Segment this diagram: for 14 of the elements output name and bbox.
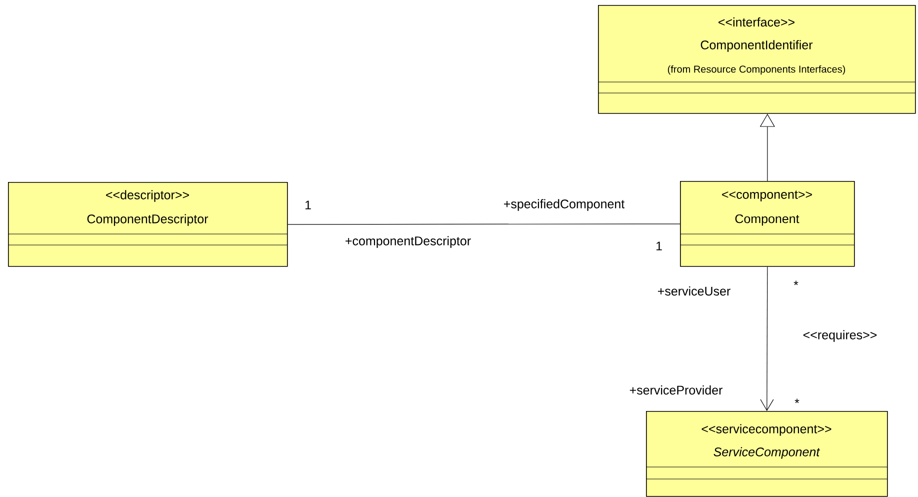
role-label: 1 bbox=[306, 200, 311, 210]
class-box: <<descriptor>> ComponentDescriptor bbox=[8, 182, 288, 267]
edge-label: <<requires>> bbox=[802, 329, 878, 343]
association-line bbox=[288, 224, 680, 225]
role-label: +componentDescriptor bbox=[346, 236, 471, 248]
class-box: <<interface>> ComponentIdentifier (from Resource Components Interfaces) bbox=[598, 5, 916, 114]
class-box: <<component>> Component bbox=[680, 181, 855, 267]
role-label: * bbox=[794, 280, 798, 286]
role-label: +specifiedComponent bbox=[504, 199, 625, 211]
arrow bbox=[760, 266, 774, 411]
role-label: +serviceProvider bbox=[630, 385, 722, 395]
class-box: <<servicecomponent>> ServiceComponent bbox=[646, 411, 888, 497]
role-label: 1 bbox=[656, 242, 662, 250]
role-label: +serviceUser bbox=[658, 286, 730, 296]
